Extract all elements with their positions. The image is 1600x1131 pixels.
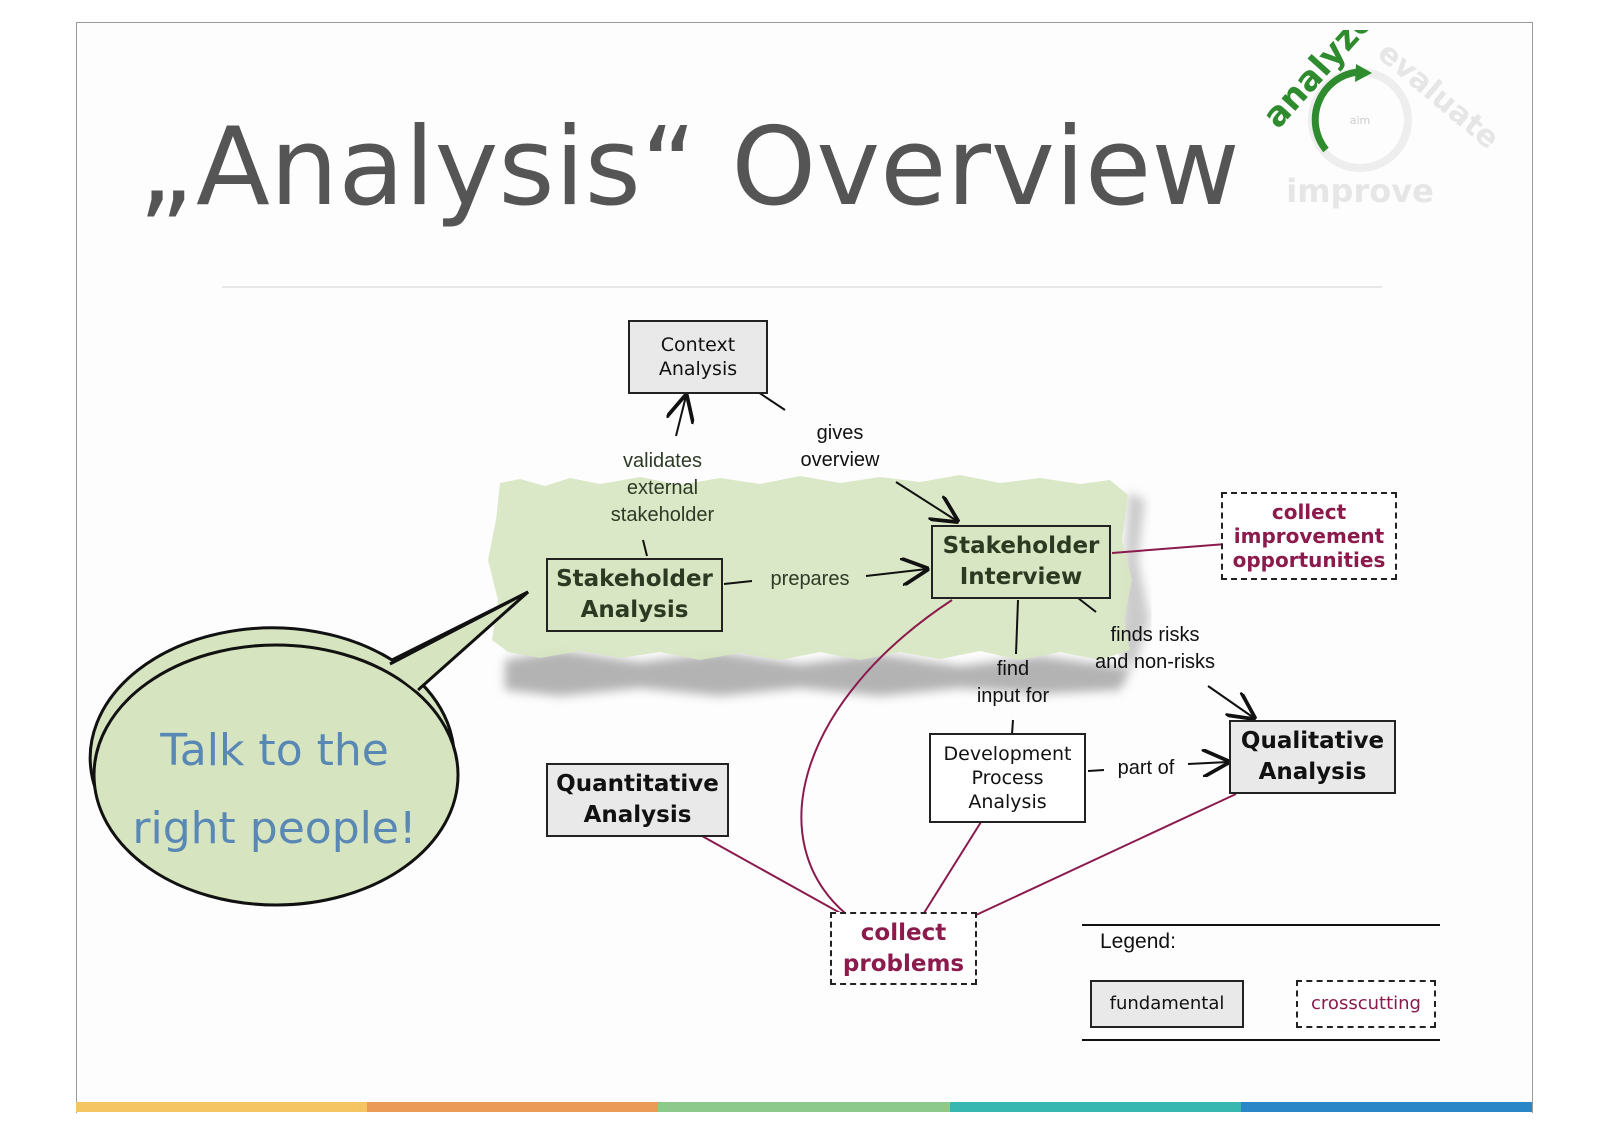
- node-context-analysis: Context Analysis: [628, 320, 768, 394]
- edge-label-validates: validates external stakeholder: [610, 450, 715, 526]
- line-findinput-to-devprocess: [1011, 719, 1014, 735]
- line-analysis-to-prepares: [723, 580, 753, 585]
- node-collect-problems: collect problems: [830, 912, 977, 985]
- logo-center-text: aim: [1350, 114, 1371, 127]
- legend-title: Legend:: [1100, 930, 1176, 953]
- arrow-gives-to-interview: [895, 481, 957, 521]
- line-qualitative-to-problems: [975, 793, 1237, 916]
- speech-bubble-tail: [389, 590, 529, 692]
- line-interview-to-finds: [1077, 597, 1097, 613]
- footer-segment-5: [1240, 1102, 1533, 1112]
- paper-shadow: [505, 640, 1145, 696]
- edge-label-gives-overview: gives overview: [780, 420, 900, 474]
- line-quantitative-to-problems: [701, 835, 843, 915]
- line-stakeholder-to-validates: [642, 539, 648, 557]
- speech-bubble-body: [92, 643, 460, 907]
- line-devprocess-to-problems: [923, 821, 982, 914]
- line-interview-to-findinput: [1015, 599, 1019, 655]
- footer-segment-4: [949, 1102, 1241, 1112]
- node-quantitative-analysis: Quantitative Analysis: [546, 763, 729, 837]
- footer-color-bar: [76, 1102, 1533, 1112]
- node-stakeholder-analysis: Stakeholder Analysis: [546, 558, 723, 632]
- page-title: „Analysis“ Overview: [138, 105, 1240, 230]
- line-interview-to-improvement: [1111, 543, 1227, 554]
- edge-label-prepares: prepares: [770, 568, 850, 590]
- footer-segment-3: [658, 1102, 950, 1112]
- edge-label-find-input: find input for: [976, 658, 1050, 707]
- logo-arrow-icon: [1355, 64, 1372, 82]
- logo-arc-icon: [1311, 68, 1359, 153]
- edge-label-finds-risks: finds risks and non-risks: [1094, 624, 1216, 673]
- legend-crosscutting: crosscutting: [1296, 980, 1436, 1028]
- arrow-finds-to-qualitative: [1207, 685, 1254, 718]
- line-interview-to-problems: [800, 599, 953, 915]
- aim-logo: aim analyze evaluate improve: [1255, 30, 1498, 210]
- arrow-prepares-to-interview: [865, 569, 927, 576]
- node-development-process-analysis: Development Process Analysis: [929, 733, 1086, 823]
- line-devprocess-to-partof: [1087, 769, 1105, 772]
- title-divider: [222, 286, 1382, 288]
- logo-improve-text: improve: [1286, 172, 1434, 210]
- node-stakeholder-interview: Stakeholder Interview: [931, 525, 1111, 599]
- node-qualitative-analysis: Qualitative Analysis: [1229, 720, 1396, 794]
- footer-segment-1: [76, 1102, 368, 1112]
- callout-text: Talk to the right people!: [132, 725, 417, 854]
- arrow-partof-to-qualitative: [1187, 762, 1228, 764]
- edge-label-part-of: part of: [1117, 757, 1175, 779]
- arrow-validates-to-context: [676, 396, 686, 437]
- footer-segment-2: [367, 1102, 659, 1112]
- node-collect-improvement: collect improvement opportunities: [1221, 492, 1397, 580]
- legend-fundamental: fundamental: [1090, 980, 1244, 1028]
- paper-right-shadow: [1120, 492, 1150, 665]
- speech-bubble-join: [390, 665, 420, 691]
